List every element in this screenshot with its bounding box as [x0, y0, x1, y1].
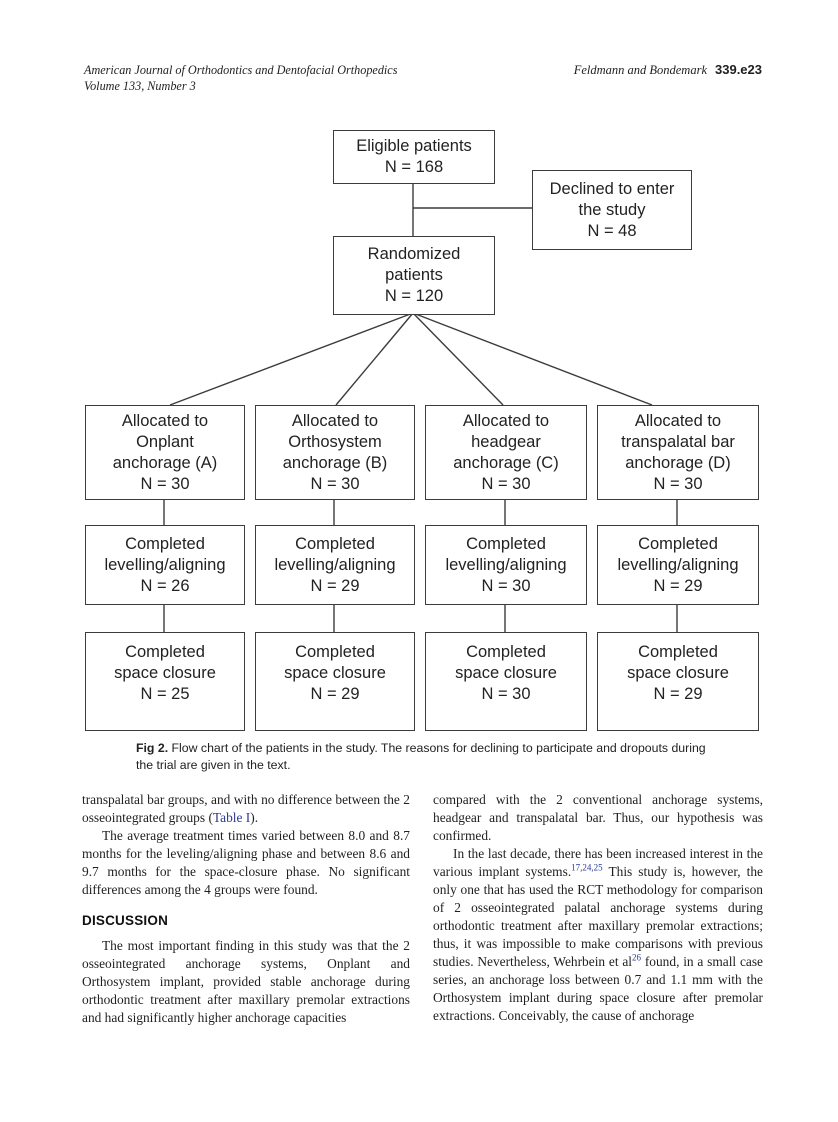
- figure-label: Fig 2.: [136, 741, 169, 755]
- flow-box-line: N = 48: [587, 221, 637, 240]
- flow-box-line: N = 30: [653, 474, 703, 493]
- journal-volume: Volume 133, Number 3: [84, 79, 196, 93]
- citation-link[interactable]: 26: [632, 952, 642, 963]
- flow-box-line: Completed: [638, 643, 718, 661]
- flow-box-line: Allocated to: [634, 411, 722, 430]
- table-i-link[interactable]: Table I: [212, 810, 251, 825]
- paragraph: The most important finding in this study…: [82, 938, 410, 1025]
- citation-link[interactable]: 17,24,25: [571, 862, 603, 873]
- flow-box-line: Completed: [125, 534, 205, 553]
- paragraph-text: found, in a small case series, an anchor…: [433, 954, 763, 1023]
- paragraph-text: In the last decade, there has been incre…: [433, 846, 763, 879]
- flow-box-line: patients: [385, 266, 443, 284]
- flow-box-line: N = 30: [481, 474, 531, 493]
- flow-box-line: anchorage (C): [453, 453, 559, 472]
- flow-box-line: N = 29: [653, 685, 703, 703]
- flow-box-allocated-transpalatal: Allocated to transpalatal bar anchorage …: [597, 405, 759, 500]
- flow-box-line: space closure: [627, 664, 729, 682]
- flow-box-levelling-c: Completed levelling/aligning N = 30: [425, 525, 587, 605]
- flow-box-levelling-a: Completed levelling/aligning N = 26: [85, 525, 245, 605]
- flow-box-line: N = 25: [140, 685, 190, 703]
- figure-caption-text: Flow chart of the patients in the study.…: [136, 741, 706, 772]
- page-number: 339.e23: [715, 62, 762, 77]
- running-authors: Feldmann and Bondemark: [573, 63, 707, 77]
- flow-box-line: Completed: [466, 643, 546, 661]
- flow-box-line: space closure: [455, 664, 557, 682]
- flow-box-line: anchorage (A): [112, 453, 218, 472]
- flow-box-declined: Declined to enter the study N = 48: [532, 170, 692, 250]
- flow-box-line: Completed: [295, 643, 375, 661]
- flow-box-line: Completed: [638, 534, 718, 553]
- figure-caption: Fig 2. Flow chart of the patients in the…: [136, 740, 716, 774]
- flow-box-line: levelling/aligning: [617, 555, 739, 574]
- flow-box-line: space closure: [114, 664, 216, 682]
- paragraph-text: transpalatal bar groups, and with no dif…: [82, 792, 410, 825]
- flow-box-line: N = 30: [310, 474, 360, 493]
- flow-box-line: Orthosystem: [288, 432, 382, 451]
- flow-box-line: Completed: [295, 534, 375, 553]
- flow-box-levelling-d: Completed levelling/aligning N = 29: [597, 525, 759, 605]
- flow-box-line: Randomized: [367, 245, 461, 263]
- flow-box-randomized: Randomized patients N = 120: [333, 236, 495, 315]
- flow-box-allocated-onplant: Allocated to Onplant anchorage (A) N = 3…: [85, 405, 245, 500]
- body-column-left: transpalatal bar groups, and with no dif…: [82, 791, 410, 1027]
- flow-box-line: Onplant: [136, 432, 194, 451]
- paragraph: The average treatment times varied betwe…: [82, 828, 410, 897]
- page-header-right: Feldmann and Bondemark 339.e23: [574, 62, 762, 78]
- flow-box-line: Declined to enter: [549, 179, 675, 198]
- flow-box-line: Completed: [466, 534, 546, 553]
- flow-box-line: N = 30: [481, 685, 531, 703]
- flow-box-line: transpalatal bar: [621, 432, 735, 451]
- flow-box-space-closure-a: Completed space closure N = 25: [85, 632, 245, 731]
- flow-box-line: Allocated to: [462, 411, 550, 430]
- flow-box-line: space closure: [284, 664, 386, 682]
- flow-box-line: N = 26: [140, 576, 190, 595]
- flow-box-line: N = 120: [384, 287, 444, 305]
- flow-box-line: Allocated to: [291, 411, 379, 430]
- flow-box-line: Eligible patients: [356, 137, 472, 155]
- flow-box-line: N = 168: [384, 158, 444, 176]
- flow-box-line: Completed: [125, 643, 205, 661]
- flow-box-allocated-orthosystem: Allocated to Orthosystem anchorage (B) N…: [255, 405, 415, 500]
- flow-box-line: the study: [578, 200, 646, 219]
- flow-box-line: levelling/aligning: [274, 555, 396, 574]
- flow-box-line: Allocated to: [121, 411, 209, 430]
- flow-box-line: N = 30: [140, 474, 190, 493]
- flow-box-line: N = 30: [481, 576, 531, 595]
- body-column-right: compared with the 2 conventional anchora…: [433, 791, 763, 1025]
- flow-box-line: anchorage (D): [625, 453, 731, 472]
- flow-box-line: levelling/aligning: [445, 555, 567, 574]
- paragraph: transpalatal bar groups, and with no dif…: [82, 791, 410, 827]
- flow-box-line: N = 29: [310, 685, 360, 703]
- flow-box-eligible: Eligible patients N = 168: [333, 130, 495, 184]
- paragraph: compared with the 2 conventional anchora…: [433, 792, 763, 843]
- paragraph-text: ).: [250, 810, 259, 825]
- flow-box-line: N = 29: [653, 576, 703, 595]
- paragraph: In the last decade, there has been incre…: [433, 845, 763, 1025]
- flow-box-line: levelling/aligning: [104, 555, 226, 574]
- paragraph-text: This study is, however, the only one tha…: [433, 864, 763, 969]
- flow-box-space-closure-c: Completed space closure N = 30: [425, 632, 587, 731]
- journal-title: American Journal of Orthodontics and Den…: [84, 63, 398, 77]
- flow-box-line: N = 29: [310, 576, 360, 595]
- discussion-heading: DISCUSSION: [82, 913, 169, 928]
- flow-box-line: headgear: [471, 432, 541, 451]
- journal-header: American Journal of Orthodontics and Den…: [84, 62, 397, 94]
- flow-box-space-closure-d: Completed space closure N = 29: [597, 632, 759, 731]
- flow-box-line: anchorage (B): [282, 453, 388, 472]
- flow-box-allocated-headgear: Allocated to headgear anchorage (C) N = …: [425, 405, 587, 500]
- flow-box-levelling-b: Completed levelling/aligning N = 29: [255, 525, 415, 605]
- flow-box-space-closure-b: Completed space closure N = 29: [255, 632, 415, 731]
